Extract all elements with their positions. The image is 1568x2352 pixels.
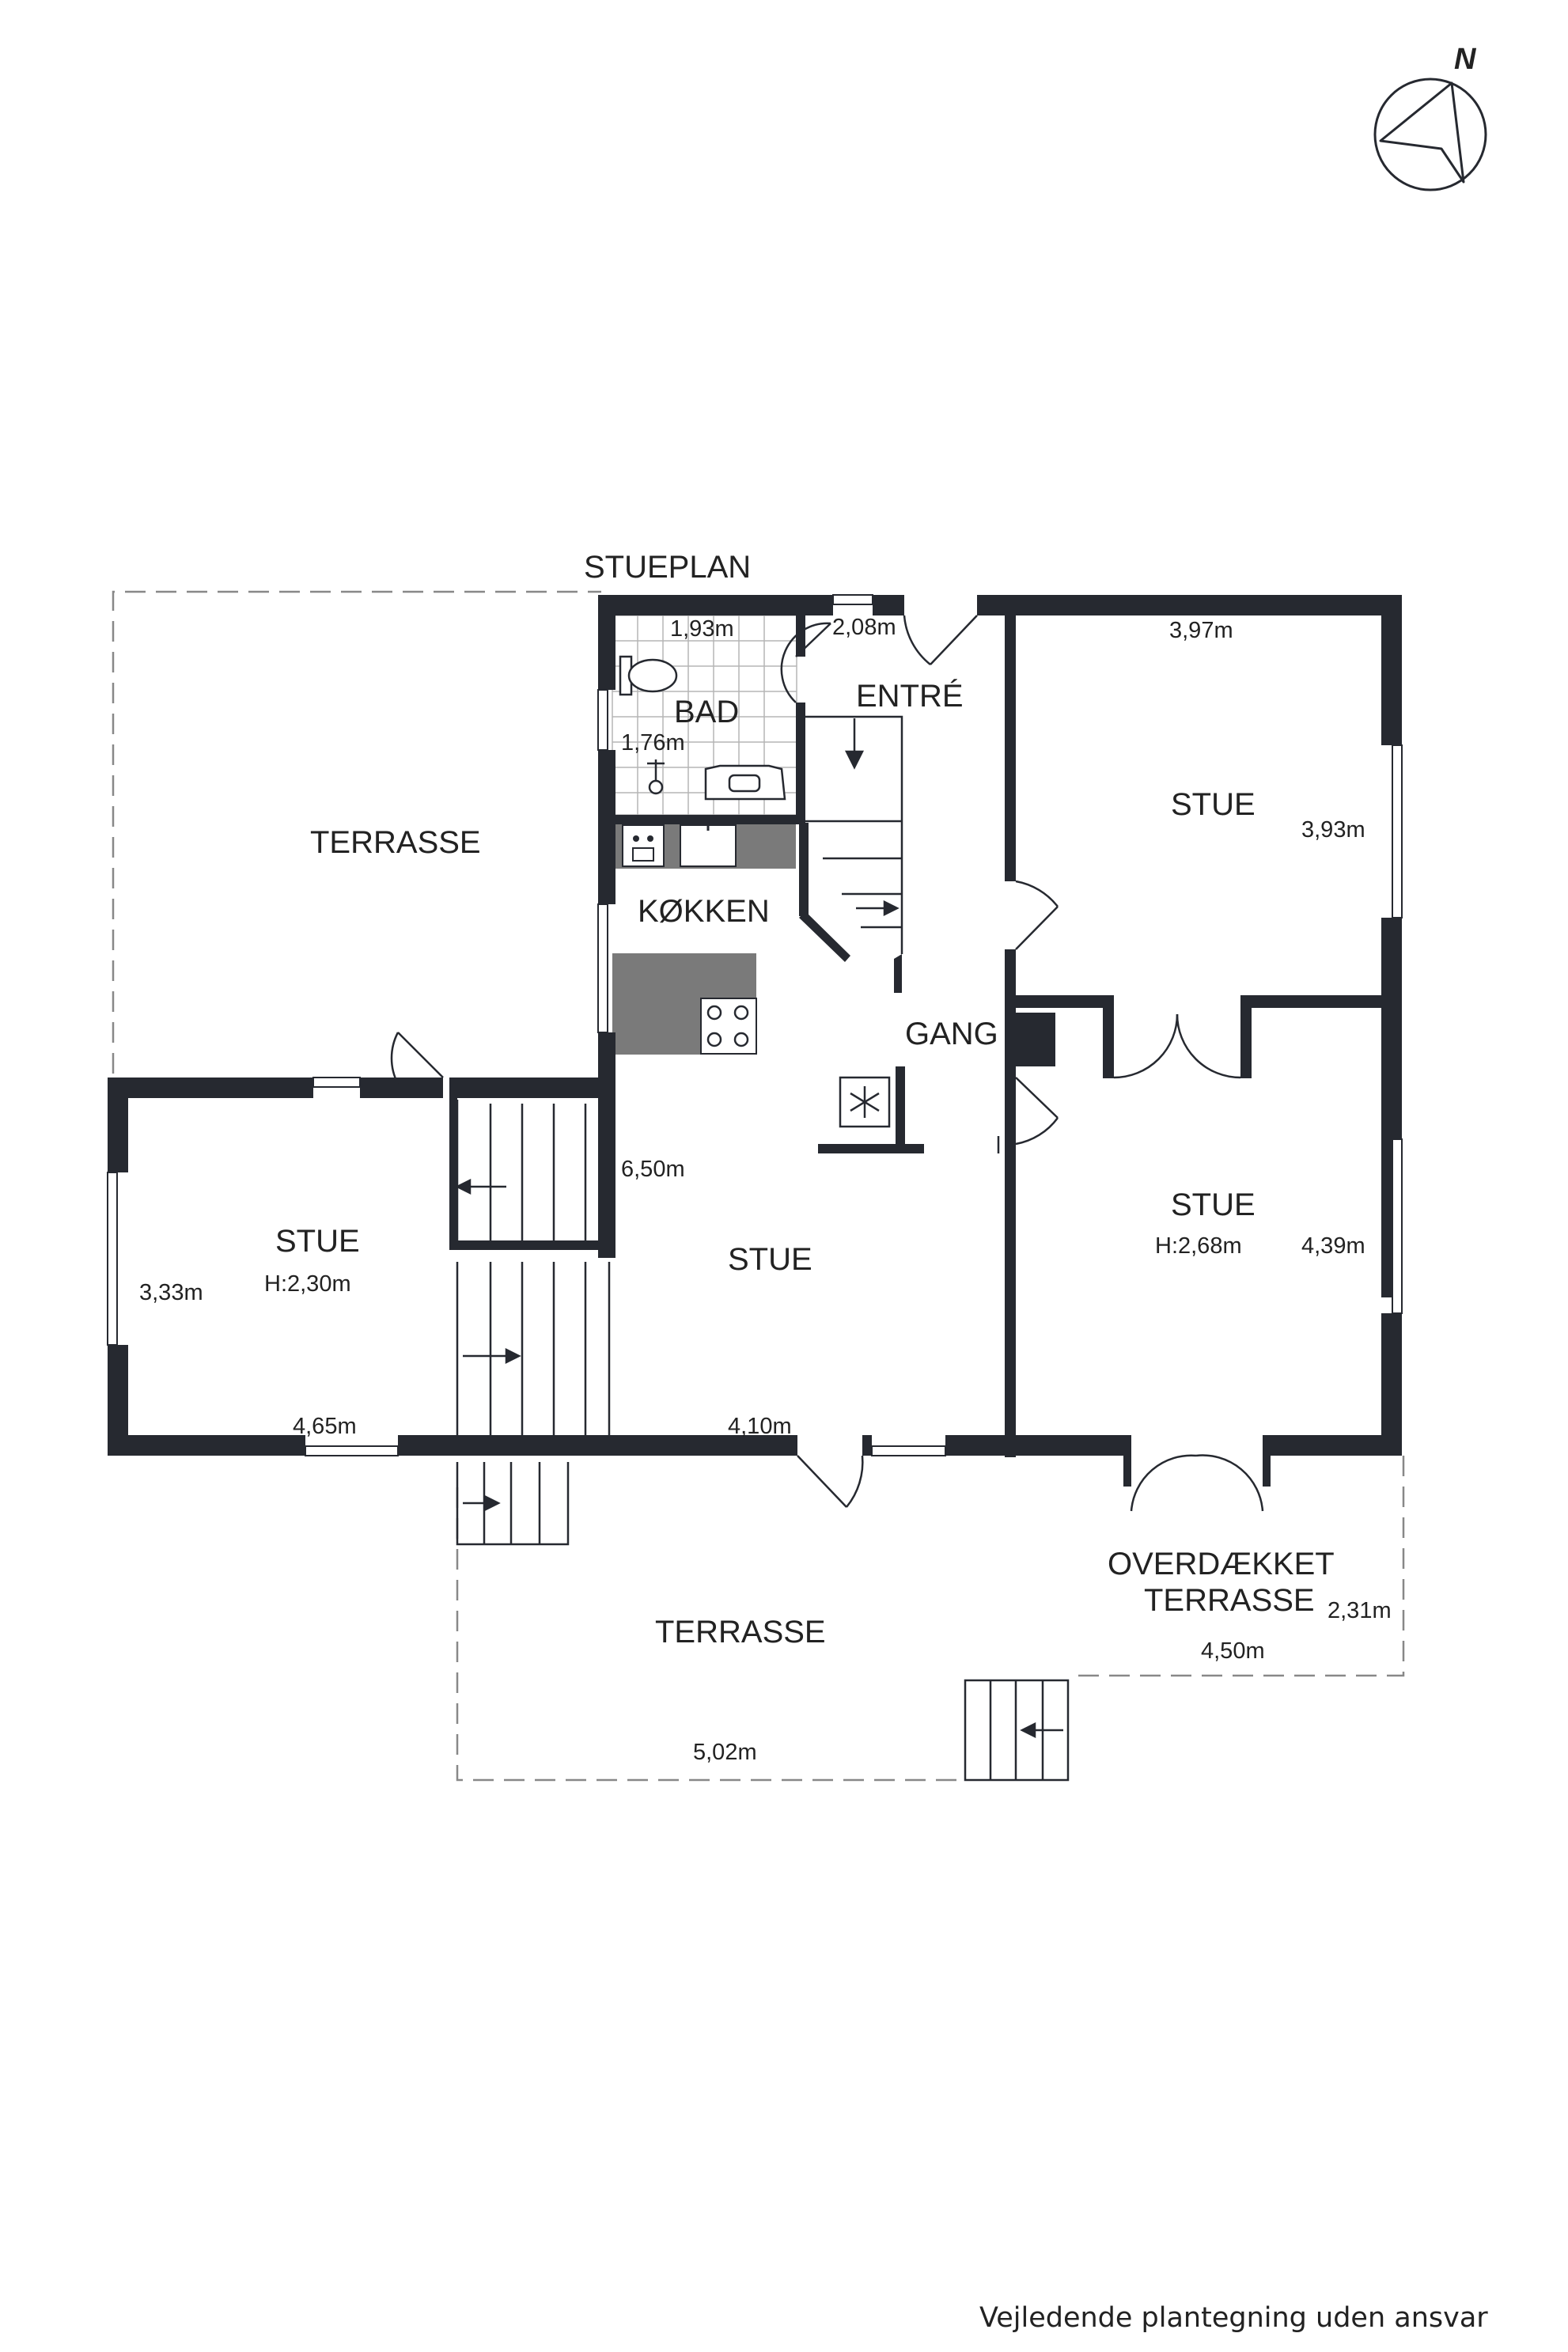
disclaimer-footer: Vejledende plantegning uden ansvar (979, 2302, 1488, 2334)
kitchen-island (612, 953, 757, 1055)
stove-icon (706, 1005, 749, 1047)
walls (108, 595, 1402, 1487)
stairs-south-interior (456, 1262, 611, 1438)
kitchen-counter-top (612, 821, 796, 869)
dim-stue-west-width: 4,65m (293, 1414, 357, 1439)
freezer-icon (839, 1076, 891, 1128)
stairs-terrace (964, 1679, 1070, 1782)
room-label-terrasse-south: TERRASSE (655, 1615, 826, 1649)
dim-stue-center-depth: 6,50m (621, 1157, 685, 1182)
windows (107, 594, 1403, 1456)
dim-bad-width: 1,93m (670, 616, 734, 642)
plan-title: STUEPLAN (584, 550, 751, 585)
dim-stue-ne-width: 3,97m (1169, 618, 1233, 643)
plan-labels: STUEPLAN TERRASSE BAD ENTRÉ KØKKEN GANG … (139, 550, 1392, 1765)
room-label-terrasse-west: TERRASSE (310, 825, 481, 860)
dim-stue-center-width: 4,10m (728, 1414, 792, 1439)
room-height-stue-se: H:2,68m (1155, 1233, 1242, 1259)
room-label-overdaekket-1: OVERDÆKKET (1108, 1547, 1335, 1581)
room-label-bad: BAD (674, 695, 739, 729)
room-height-stue-west: H:2,30m (264, 1271, 351, 1297)
dim-overdaekket-width: 4,50m (1201, 1638, 1265, 1664)
stairs-entre (805, 715, 903, 954)
compass-icon: N (1373, 43, 1487, 191)
dim-stue-west-depth: 3,33m (139, 1280, 203, 1305)
toilet-icon (619, 655, 678, 696)
room-label-stue-west: STUE (275, 1224, 360, 1259)
room-label-gang: GANG (905, 1017, 998, 1051)
stairs-west (455, 1100, 587, 1250)
doors (390, 615, 1264, 1512)
dim-bad-depth: 1,76m (621, 730, 685, 756)
shower-icon (647, 759, 665, 795)
north-label: N (1454, 43, 1477, 76)
dim-entre-width: 2,08m (832, 615, 896, 640)
dim-stue-se-depth: 4,39m (1301, 1233, 1365, 1259)
dim-terrasse-south-width: 5,02m (693, 1740, 757, 1765)
room-label-koekken: KØKKEN (638, 894, 770, 929)
dim-stue-ne-depth: 3,93m (1301, 817, 1365, 843)
room-label-overdaekket-2: TERRASSE (1144, 1583, 1315, 1618)
bathroom-sink-icon (704, 764, 786, 801)
room-label-entre: ENTRÉ (856, 678, 964, 714)
terrace-outlines (112, 590, 1405, 1782)
stairs-south-exterior (456, 1462, 570, 1546)
room-label-stue-center: STUE (728, 1242, 812, 1277)
dim-overdaekket-depth: 2,31m (1327, 1598, 1392, 1623)
room-label-stue-se: STUE (1171, 1187, 1256, 1222)
room-label-stue-ne: STUE (1171, 787, 1256, 822)
